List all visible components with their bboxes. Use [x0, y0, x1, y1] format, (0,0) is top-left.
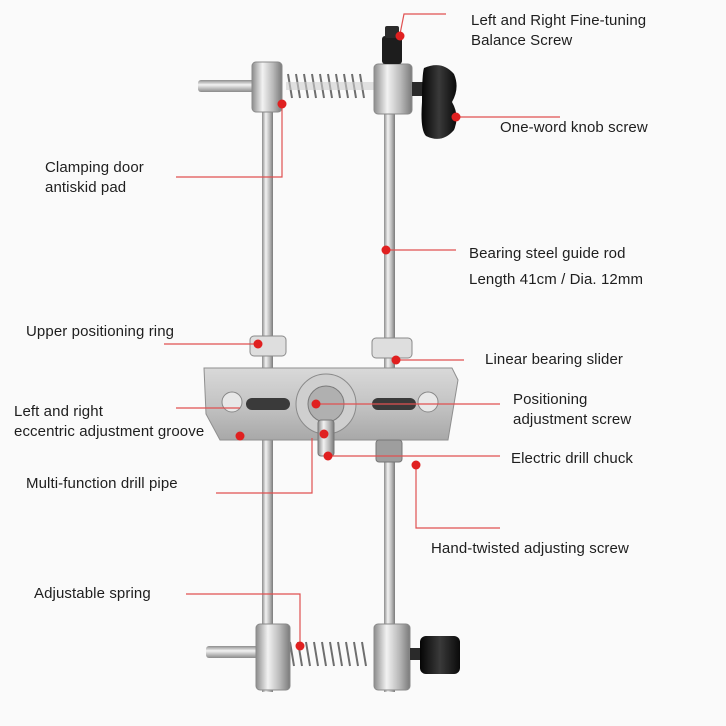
label-knob-screw: One-word knob screw [500, 118, 648, 138]
upper-ring-right [371, 337, 413, 359]
callout-line-spring [186, 593, 301, 644]
top-threaded-rod [198, 80, 258, 92]
label-drill-chuck: Electric drill chuck [511, 449, 633, 469]
label-balance-screw: Left and Right Fine-tuning Balance Screw [471, 11, 646, 51]
dot-knob-screw [451, 112, 461, 122]
callout-line-drill-pipe [216, 438, 313, 494]
label-guide-rod-line2: Length 41cm / Dia. 12mm [469, 271, 644, 288]
label-hand-screw: Hand-twisted adjusting screw [431, 539, 629, 559]
top-left-collar [251, 61, 283, 113]
left-groove [246, 398, 290, 410]
label-guide-rod-line1: Bearing steel guide rod [469, 245, 626, 262]
label-drill-chuck-line1: Electric drill chuck [511, 450, 634, 467]
dot-guide-rod [381, 245, 391, 255]
label-knob-screw-line1: One-word knob screw [500, 119, 648, 136]
dot-positioning-screw [311, 399, 321, 409]
label-positioning-screw-line1: Positioning [513, 391, 588, 408]
label-linear-slider-line1: Linear bearing slider [485, 351, 624, 368]
label-spring-line1: Adjustable spring [34, 585, 151, 602]
bottom-spring [289, 641, 367, 667]
dot-drill-chuck [323, 451, 333, 461]
callout-lines [164, 13, 560, 644]
bottom-threaded-rod [206, 646, 264, 658]
top-right-block [373, 63, 413, 115]
bottom-knob [410, 636, 460, 674]
label-upper-ring-line1: Upper positioning ring [26, 323, 175, 340]
dot-spring [295, 641, 305, 651]
label-upper-ring: Upper positioning ring [26, 322, 174, 342]
label-guide-rod: Bearing steel guide rod Length 41cm / Di… [469, 241, 643, 293]
dot-linear-slider [391, 355, 401, 365]
dot-eccentric-groove [235, 431, 245, 441]
label-positioning-screw: Positioning adjustment screw [513, 390, 631, 430]
label-hand-screw-line1: Hand-twisted adjusting screw [431, 540, 629, 557]
dot-drill-pipe [319, 429, 329, 439]
callout-line-antiskid-pad [176, 104, 283, 178]
dot-balance-screw [395, 31, 405, 41]
label-positioning-screw-line2: adjustment screw [513, 411, 632, 428]
label-antiskid-pad: Clamping door antiskid pad [45, 158, 144, 198]
dot-upper-ring [253, 339, 263, 349]
callout-line-hand-screw [415, 465, 500, 529]
label-balance-screw-line2: Balance Screw [471, 32, 573, 49]
bottom-left-collar [255, 623, 291, 691]
label-spring: Adjustable spring [34, 584, 151, 604]
top-knob [412, 65, 457, 139]
label-linear-slider: Linear bearing slider [485, 350, 623, 370]
label-balance-screw-line1: Left and Right Fine-tuning [471, 12, 647, 29]
callout-line-balance-screw [399, 13, 446, 35]
dot-hand-screw [411, 460, 421, 470]
label-eccentric-groove-line2: eccentric adjustment groove [14, 423, 205, 440]
balance-screw-head [382, 36, 402, 64]
label-drill-pipe: Multi-function drill pipe [26, 474, 178, 494]
dot-antiskid-pad [277, 99, 287, 109]
label-drill-pipe-line1: Multi-function drill pipe [26, 475, 178, 492]
callout-dots [235, 31, 461, 651]
label-eccentric-groove: Left and right eccentric adjustment groo… [14, 402, 204, 442]
label-antiskid-pad-line1: Clamping door [45, 159, 144, 176]
label-eccentric-groove-line1: Left and right [14, 403, 103, 420]
bottom-right-block [373, 623, 411, 691]
label-antiskid-pad-line2: antiskid pad [45, 179, 127, 196]
drill-chuck [375, 439, 403, 463]
